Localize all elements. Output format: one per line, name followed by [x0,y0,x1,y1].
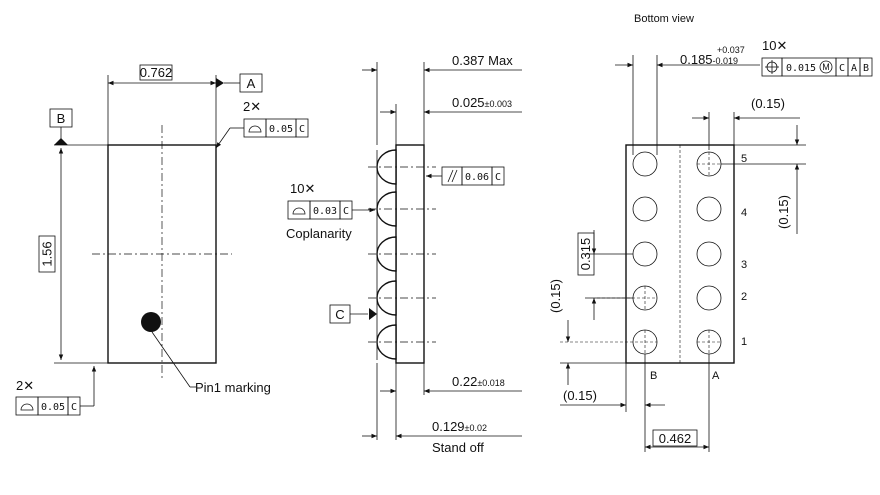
body-thickness-tolerance: ±0.018 [477,378,504,388]
datum-b-label: B [57,111,66,126]
bottom-view-title: Bottom view [634,13,694,25]
datum-a-label: A [247,76,256,91]
position-modifier: M [822,62,830,72]
max-height-dimension: 0.387 Max [452,53,513,68]
side-view: 0.387 Max 0.025±0.003 0.06 C 10✕ 0.03 C … [286,53,522,455]
position-tol: 0.015 [786,63,816,74]
top-thickness-tolerance: ±0.003 [485,99,512,109]
edge-offset-right: (0.15) [776,195,791,229]
ball-pitch-dimension: 0.315 [578,238,593,271]
row-label-1: 1 [741,336,747,348]
svg-text:0.22±0.018: 0.22±0.018 [452,374,505,389]
row-label-4: 4 [741,207,747,219]
flatness-ref-upper: C [299,124,305,135]
ball-diameter-plus-tol: +0.037 [717,45,745,55]
standoff-label: Stand off [432,440,484,455]
flatness-tol-lower: 0.05 [41,402,65,413]
standoff-tolerance: ±0.02 [465,423,487,433]
position-ref-3: B [863,63,869,74]
pin1-marking-dot [141,312,161,332]
ball-diameter-dimension: 0.185 [680,52,713,67]
flatness-qty-lower: 2✕ [16,378,34,393]
position-ref-2: A [851,63,857,74]
position-ref-1: C [839,63,845,74]
top-view: 0.762 A 2✕ 0.05 C B 1.56 2✕ 0.05 C [15,64,309,416]
bottom-view: Bottom view 5 4 3 2 1 B A [548,13,873,452]
col-label-b: B [650,370,657,382]
row-label-5: 5 [741,153,747,165]
parallelism-tol: 0.06 [465,172,489,183]
datum-c-label: C [335,307,344,322]
pin1-marking-label: Pin1 marking [195,380,271,395]
solder-balls-side [376,149,397,360]
coplanarity-label: Coplanarity [286,226,352,241]
col-label-a: A [712,370,720,382]
top-thickness-dimension: 0.025 [452,95,485,110]
row-label-2: 2 [741,291,747,303]
column-pitch-dimension: 0.462 [659,431,692,446]
position-qty: 10✕ [762,38,787,53]
width-dimension: 0.762 [140,65,173,80]
edge-offset-top: (0.15) [751,96,785,111]
height-dimension: 1.56 [39,241,54,266]
svg-text:0.185-0.019: 0.185-0.019 [680,52,738,67]
edge-offset-bottom: (0.15) [563,388,597,403]
edge-offset-left: (0.15) [548,279,563,313]
flatness-ref-lower: C [71,402,77,413]
coplanarity-qty: 10✕ [290,181,315,196]
standoff-dimension: 0.129 [432,419,465,434]
svg-text:0.025±0.003: 0.025±0.003 [452,95,512,110]
flatness-qty-upper: 2✕ [243,99,261,114]
body-thickness-dimension: 0.22 [452,374,477,389]
ball-diameter-minus-tol: -0.019 [713,56,739,66]
coplanarity-ref: C [343,206,349,217]
svg-text:0.129±0.02: 0.129±0.02 [432,419,487,434]
row-label-3: 3 [741,259,747,271]
coplanarity-tol: 0.03 [313,206,337,217]
parallelism-ref: C [495,172,501,183]
flatness-tol-upper: 0.05 [269,124,293,135]
